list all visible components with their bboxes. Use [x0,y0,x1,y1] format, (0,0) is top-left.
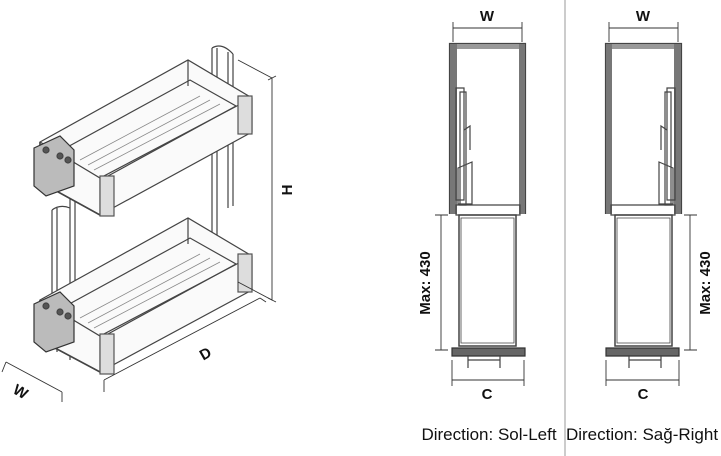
left-cabinet [448,42,527,368]
iso-depth-label: D [197,344,215,364]
right-dimension-lines [605,22,697,386]
right-cabinet [604,42,683,368]
left-clearance-label: C [482,386,493,403]
iso-width-label: W [10,381,31,403]
right-height-label: Max: 430 [697,251,714,314]
front-frame [51,188,76,360]
lower-basket [33,217,253,375]
iso-dimension-lines [1,59,277,402]
upper-basket [33,59,253,217]
right-width-label: W [636,8,651,25]
left-height-label: Max: 430 [417,251,434,314]
right-direction-caption: Direction: Sağ-Right [566,425,718,444]
left-elevation: W Max: 430 C Direction: Sol-Left [417,8,557,444]
right-elevation: W Max: 430 C Direction: Sağ-Right [566,8,718,444]
left-width-label: W [480,8,495,25]
left-direction-caption: Direction: Sol-Left [421,425,556,444]
basket-isometric [1,45,277,402]
right-clearance-label: C [638,386,649,403]
iso-height-label: H [279,185,296,196]
left-dimension-lines [435,22,525,386]
